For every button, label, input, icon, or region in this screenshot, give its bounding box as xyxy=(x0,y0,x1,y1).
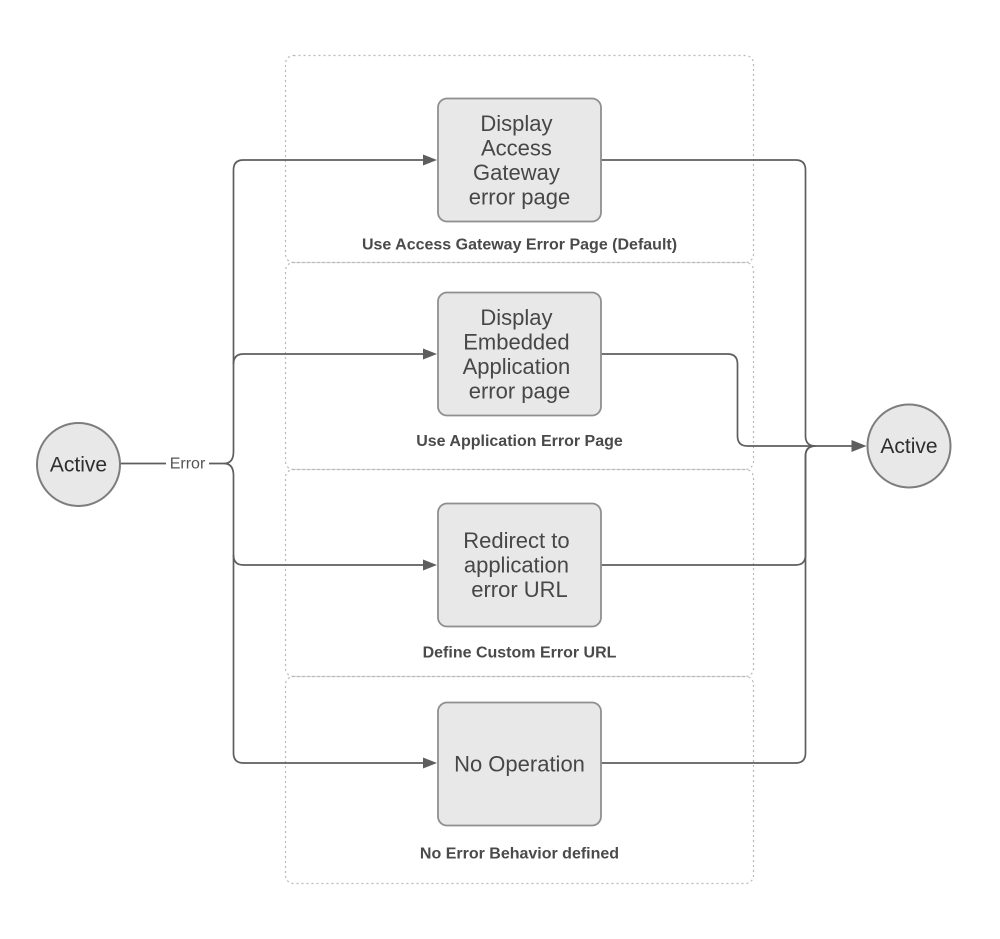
edge-branch-1-out xyxy=(601,159,816,447)
arrowhead-branch-2 xyxy=(423,348,437,360)
transition-label: Error xyxy=(170,456,206,473)
node-rect xyxy=(437,701,602,827)
edge-branch-4-out xyxy=(601,445,816,764)
arrowhead-branch-4 xyxy=(423,757,437,769)
end-state-active: Active xyxy=(866,403,952,489)
branch-caption-1: Use Access Gateway Error Page (Default) xyxy=(362,237,677,254)
transition-label-bg xyxy=(166,455,209,472)
edge-split-up-to-branch-1 xyxy=(223,159,429,465)
node-redirect-to-application-error-url: Redirect to application error URL xyxy=(437,502,602,628)
state-circle xyxy=(866,403,952,489)
edge-to-branch-2 xyxy=(232,353,429,365)
branch-caption-4: No Error Behavior defined xyxy=(420,846,619,863)
branch-caption-3: Define Custom Error URL xyxy=(423,645,617,662)
edge-to-branch-3 xyxy=(232,554,429,566)
node-rect xyxy=(437,291,602,417)
edge-branch-2-out xyxy=(601,353,806,447)
node-rect xyxy=(437,97,602,223)
branch-container-3 xyxy=(284,468,755,678)
arrowhead-branch-1 xyxy=(423,154,437,166)
transition-label-group: Error xyxy=(166,455,209,473)
state-circle xyxy=(36,422,121,507)
edge-branch-3-out xyxy=(601,445,816,566)
arrowhead-end-state xyxy=(851,440,867,452)
branch-container-1 xyxy=(284,54,755,264)
state-label: Active xyxy=(50,454,107,477)
node-label: Display Embedded Application error page xyxy=(463,305,577,404)
start-state-active: Active xyxy=(36,422,121,507)
branch-caption-2: Use Application Error Page xyxy=(416,433,623,450)
edge-split-down-to-branch-4 xyxy=(223,462,429,764)
edges xyxy=(120,154,867,769)
node-label: No Operation xyxy=(454,752,585,777)
arrowhead-branch-3 xyxy=(423,559,437,571)
node-label: Redirect to application error URL xyxy=(463,528,576,602)
node-rect xyxy=(437,502,602,628)
state-label: Active xyxy=(880,435,937,458)
branch-container-4 xyxy=(284,675,755,885)
node-no-operation: No Operation xyxy=(437,701,602,827)
node-display-embedded-application-error-page: Display Embedded Application error page xyxy=(437,291,602,417)
node-label: Display Access Gateway error page xyxy=(469,111,571,210)
node-display-access-gateway-error-page: Display Access Gateway error page xyxy=(437,97,602,223)
branch-container-2 xyxy=(284,261,755,471)
branch-containers xyxy=(284,54,755,885)
